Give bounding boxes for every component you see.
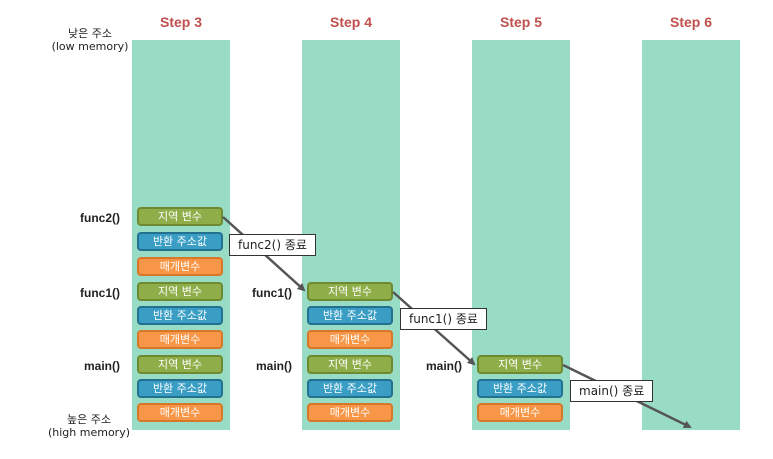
step5-main-return-box: 반환 주소값 — [477, 379, 563, 398]
step3-func2-param-box: 매개변수 — [137, 257, 223, 276]
main-end-callout: main() 종료 — [570, 380, 654, 402]
step-5-header: Step 5 — [499, 14, 542, 30]
step4-func1-return-box: 반환 주소값 — [307, 306, 393, 325]
func2-frame-label: func2() — [80, 211, 120, 225]
low-address-text: 낮은 주소 — [68, 27, 112, 40]
step4-func1-local-box: 지역 변수 — [307, 282, 393, 301]
step4-func1-frame-label: func1() — [252, 286, 292, 300]
low-memory-text: (low memory) — [51, 40, 129, 53]
step-4-header: Step 4 — [329, 14, 372, 30]
step-3-header: Step 3 — [159, 14, 202, 30]
step3-main-return-box: 반환 주소값 — [137, 379, 223, 398]
high-memory-text: (high memory) — [47, 426, 131, 439]
func1-frame-label: func1() — [80, 286, 120, 300]
step-6-header: Step 6 — [669, 14, 712, 30]
step5-main-local-box: 지역 변수 — [477, 355, 563, 374]
step3-func1-param-box: 매개변수 — [137, 330, 223, 349]
main-frame-label: main() — [84, 359, 120, 373]
step3-main-local-box: 지역 변수 — [137, 355, 223, 374]
step4-main-frame-label: main() — [256, 359, 292, 373]
step5-main-frame-label: main() — [426, 359, 462, 373]
stack-column-step-6 — [642, 40, 740, 430]
step4-main-local-box: 지역 변수 — [307, 355, 393, 374]
step4-main-param-box: 매개변수 — [307, 403, 393, 422]
step3-func2-return-box: 반환 주소값 — [137, 232, 223, 251]
step3-func1-return-box: 반환 주소값 — [137, 306, 223, 325]
high-address-label: 높은 주소 (high memory) — [34, 413, 144, 439]
step3-func1-local-box: 지역 변수 — [137, 282, 223, 301]
func1-end-callout: func1() 종료 — [400, 308, 487, 330]
step3-func2-local-box: 지역 변수 — [137, 207, 223, 226]
high-address-text: 높은 주소 — [67, 413, 111, 426]
low-address-label: 낮은 주소 (low memory) — [40, 27, 140, 53]
step3-main-param-box: 매개변수 — [137, 403, 223, 422]
func2-end-callout: func2() 종료 — [229, 234, 316, 256]
step5-main-param-box: 매개변수 — [477, 403, 563, 422]
step4-main-return-box: 반환 주소값 — [307, 379, 393, 398]
step4-func1-param-box: 매개변수 — [307, 330, 393, 349]
